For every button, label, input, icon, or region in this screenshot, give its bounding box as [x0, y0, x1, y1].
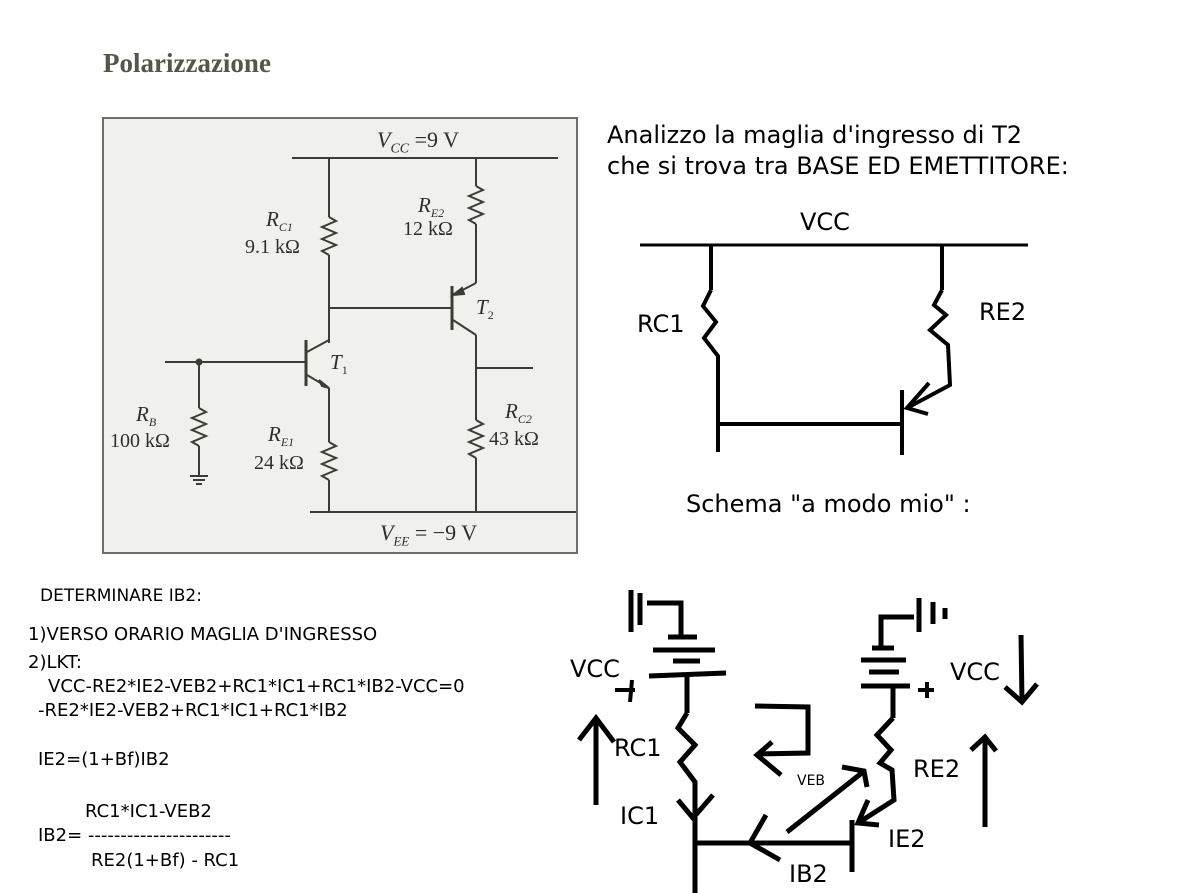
- right-vcc-arrow-head: [1003, 682, 1039, 706]
- solution-heading: DETERMINARE IB2:: [40, 586, 202, 606]
- intro-line-2: che si trova tra BASE ED EMETTITORE:: [607, 152, 1069, 180]
- schema-caption: Schema "a modo mio" :: [686, 490, 971, 518]
- re1-value: 24 kΩ: [254, 452, 304, 474]
- right-vcc-arrow-shaft: [1018, 634, 1025, 703]
- right-re2-resistor: [856, 716, 897, 826]
- fraction-lhs: IB2=: [38, 825, 88, 846]
- left-plus-v: [628, 679, 634, 703]
- vee-label: VEE = −9 V: [380, 520, 478, 549]
- rc1-hand-label: RC1: [614, 734, 662, 762]
- vcc-label: VCC =9 V: [377, 127, 460, 157]
- ib2-label: IB2: [789, 860, 828, 888]
- re2-name: RE2: [418, 193, 445, 221]
- right-vcc-label: VCC: [950, 658, 1000, 686]
- left-batt-plate-4: [648, 670, 727, 679]
- simple-vcc-label: VCC: [800, 208, 850, 236]
- fraction-denominator: RE2(1+Bf) - RC1: [91, 850, 240, 871]
- re2-hand-label: RE2: [913, 755, 961, 783]
- rc2-value: 43 kΩ: [489, 428, 539, 450]
- left-vcc-label: VCC: [570, 655, 620, 683]
- simple-emitter-arrow: [903, 381, 931, 416]
- rb-resistor: [189, 407, 209, 447]
- re2-arrow-head: [969, 733, 998, 753]
- intro-text: Analizzo la maglia d'ingresso di T2 che s…: [607, 120, 1069, 182]
- simple-rc1-resistor: [700, 289, 720, 452]
- ic1-arrow: [676, 793, 715, 822]
- simple-rc1-label: RC1: [637, 310, 685, 338]
- t2-label: T2: [476, 295, 494, 323]
- fraction-bar: ----------------------: [87, 825, 231, 846]
- solution-step-1: 1)VERSO ORARIO MAGLIA D'INGRESSO: [28, 624, 378, 645]
- equation-2: -RE2*IE2-VEB2+RC1*IC1+RC1*IB2: [38, 700, 348, 721]
- rc1-name: RC1: [266, 207, 293, 235]
- simple-re2-resistor: [906, 289, 953, 410]
- solution-step-2: 2)LKT:: [28, 652, 82, 673]
- ib2-arrow: [746, 813, 782, 863]
- right-ground-wire: [878, 614, 914, 648]
- page-title: Polarizzazione: [103, 48, 271, 78]
- veb-arrow-shaft: [785, 770, 865, 834]
- equation-1: VCC-RE2*IE2-VEB2+RC1*IC1+RC1*IB2-VCC=0: [48, 676, 465, 697]
- rc2-resistor: [466, 419, 486, 459]
- left-vcc-arrow-head: [577, 713, 616, 744]
- re1-resistor: [319, 441, 339, 481]
- t1-collector: [306, 339, 330, 353]
- fraction-numerator: RC1*IC1-VEB2: [85, 801, 212, 822]
- rb-name: RB: [136, 402, 157, 430]
- loop-arrow-head: [753, 740, 783, 777]
- left-ground-wire: [647, 600, 684, 637]
- circuit-figure: [102, 117, 578, 554]
- left-rc1-resistor: [674, 711, 699, 893]
- re2-resistor: [466, 185, 486, 225]
- rb-value: 100 kΩ: [110, 430, 170, 452]
- t1-label: T1: [330, 350, 348, 378]
- rc1-value: 9.1 kΩ: [245, 236, 300, 258]
- veb-label: VEB: [797, 773, 826, 789]
- ic1-label: IC1: [620, 802, 660, 830]
- rc2-name: RC2: [505, 399, 532, 427]
- t1-emitter-arrow: [318, 379, 330, 389]
- rc1-resistor: [319, 216, 339, 256]
- ie2-arrow: [854, 799, 880, 828]
- intro-line-1: Analizzo la maglia d'ingresso di T2: [607, 121, 1023, 149]
- equation-3: IE2=(1+Bf)IB2: [38, 749, 170, 770]
- simple-re2-label: RE2: [979, 298, 1027, 326]
- fraction-line: IB2= ----------------------: [38, 825, 231, 846]
- loop-arrow-path: [754, 703, 811, 757]
- t2-emitter-arrow: [449, 286, 466, 297]
- re2-value: 12 kΩ: [403, 218, 453, 240]
- t2-collector: [452, 319, 477, 336]
- re1-name: RE1: [268, 422, 295, 450]
- ie2-label: IE2: [888, 825, 926, 853]
- veb-arrow-head: [841, 764, 870, 788]
